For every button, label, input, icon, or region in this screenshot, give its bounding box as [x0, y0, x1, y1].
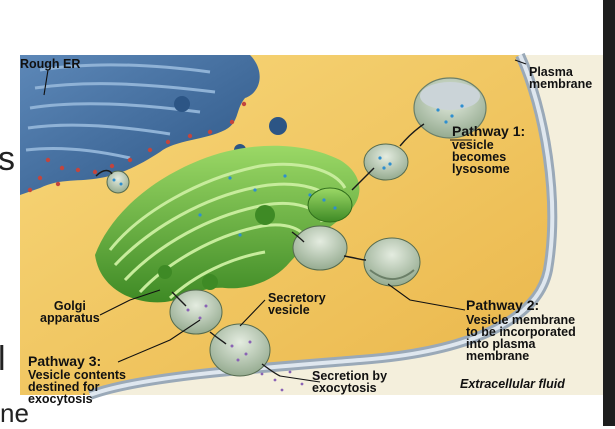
- label-extracellular-fluid: Extracellular fluid: [460, 377, 565, 391]
- label-pathway3-title: Pathway 3:: [28, 353, 102, 369]
- er-transport-vesicle: [106, 170, 130, 194]
- pathway1-vesicle: [363, 143, 409, 181]
- side-glyph-2: l: [0, 340, 6, 378]
- golgi-bud-vesicle: [307, 187, 353, 223]
- label-pathway1-title: Pathway 1:: [452, 123, 526, 139]
- label-secretory-vesicle: Secretory vesicle: [268, 291, 326, 317]
- ribosomes: [27, 101, 247, 193]
- pathway2-fusing-vesicle: [363, 237, 421, 287]
- label-pathway2-text: Vesicle membrane to be incorporated into…: [466, 313, 576, 363]
- side-glyph-1: s: [0, 140, 15, 178]
- label-pathway2-title: Pathway 2:: [466, 297, 540, 313]
- leader-lines: [43, 59, 527, 383]
- label-rough-er: Rough ER: [20, 57, 81, 71]
- secreted-particles: [260, 370, 320, 392]
- label-secretion: Secretion by exocytosis: [312, 369, 388, 395]
- rough-er: [20, 55, 287, 195]
- pathway2-vesicle: [292, 225, 348, 271]
- pathway3-vesicle: [169, 289, 223, 335]
- lysosome: [413, 77, 487, 139]
- slide-edge-bar: [603, 0, 615, 426]
- label-golgi: Golgi apparatus: [40, 299, 100, 325]
- label-pathway1-text: vesicle becomes lysosome: [452, 138, 510, 176]
- label-pathway3-text: Vesicle contents destined for exocytosis: [28, 368, 126, 406]
- secretory-vesicle: [209, 323, 271, 377]
- flow-arrows: [95, 123, 425, 377]
- bottom-text-fragment: ne: [0, 398, 29, 428]
- label-plasma-membrane: Plasma membrane: [529, 65, 593, 91]
